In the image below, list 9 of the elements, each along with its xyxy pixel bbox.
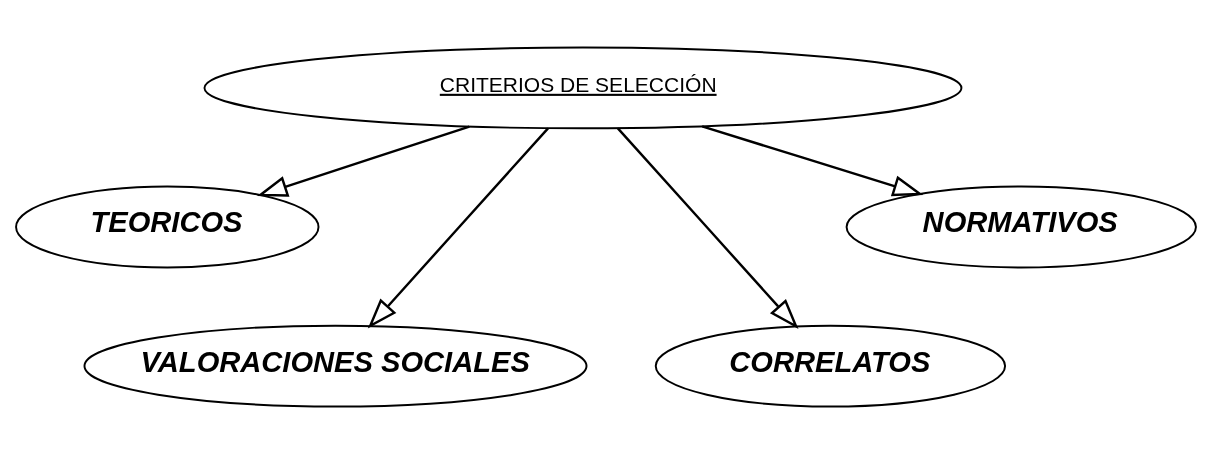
arrow: [367, 127, 549, 329]
node-ellipse: CORRELATOS: [654, 324, 1007, 407]
node-ellipse: TEORICOS: [15, 185, 320, 268]
node-ellipse: CRITERIOS DE SELECCIÓN: [203, 46, 963, 129]
arrow: [701, 124, 924, 196]
arrow: [617, 127, 799, 329]
arrow: [256, 125, 470, 197]
node-ellipse: NORMATIVOS: [845, 185, 1197, 268]
node-ellipse: VALORACIONES SOCIALES: [83, 324, 588, 407]
